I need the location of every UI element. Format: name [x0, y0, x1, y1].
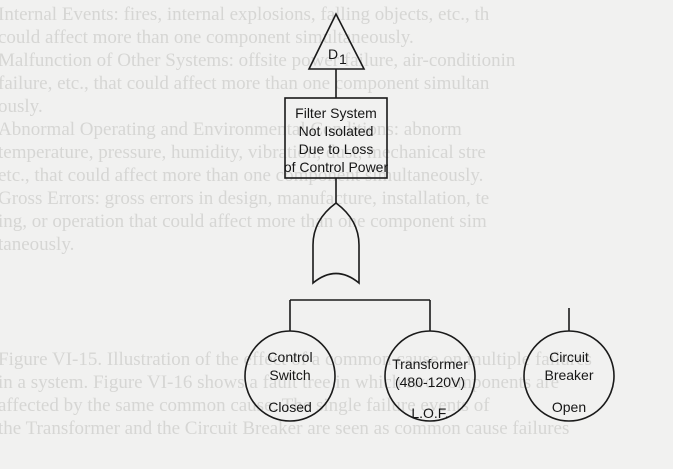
text-line: ing, or operation that could affect more… — [0, 211, 487, 232]
text-line: affected by the same common cause. The s… — [0, 395, 490, 416]
intermediate-line: Not Isolated — [299, 123, 374, 139]
basic-event-circle — [384, 330, 476, 422]
basic-event-circle — [523, 330, 615, 422]
basic-event-state: Closed — [268, 399, 312, 415]
text-line: Abnormal Operating and Environmental Con… — [0, 119, 462, 140]
text-line: Gross Errors: gross errors in design, ma… — [0, 188, 490, 209]
basic-event-name: Circuit — [549, 349, 589, 365]
basic-event-name: Switch — [269, 367, 310, 383]
top-event-subscript: 1 — [339, 51, 347, 67]
top-event-label: D — [328, 46, 338, 62]
basic-event-name: Control — [267, 349, 312, 365]
text-line: Figure VI-15. Illustration of the effect… — [0, 349, 592, 370]
intermediate-line: Due to Loss — [299, 141, 374, 157]
basic-event-state: Open — [552, 399, 586, 415]
text-line: Internal Events: fires, internal explosi… — [0, 4, 490, 25]
text-line: Malfunction of Other Systems: offsite po… — [0, 50, 516, 71]
basic-event-circle — [244, 330, 336, 422]
basic-event-name: Transformer — [392, 356, 468, 372]
text-line: the Transformer and the Circuit Breaker … — [0, 418, 570, 439]
intermediate-line: Filter System — [295, 105, 377, 121]
basic-event-name: (480-120V) — [395, 374, 465, 390]
basic-event-state: L.O.F. — [411, 405, 448, 421]
text-line: taneously. — [0, 234, 75, 255]
intermediate-event-text: Filter System Not Isolated Due to Loss o… — [284, 105, 389, 175]
or-gate — [312, 202, 360, 285]
text-line: etc., that could affect more than one co… — [0, 165, 484, 186]
text-line: ously. — [0, 96, 43, 117]
text-line: could affect more than one component sim… — [0, 27, 414, 48]
text-line: temperature, pressure, humidity, vibrati… — [0, 142, 486, 163]
basic-event-name: Breaker — [544, 367, 593, 383]
text-line: failure, etc., that could affect more th… — [0, 73, 490, 94]
text-line: in a system. Figure VI-16 shows a fault … — [0, 372, 560, 393]
intermediate-line: of Control Power — [284, 159, 389, 175]
